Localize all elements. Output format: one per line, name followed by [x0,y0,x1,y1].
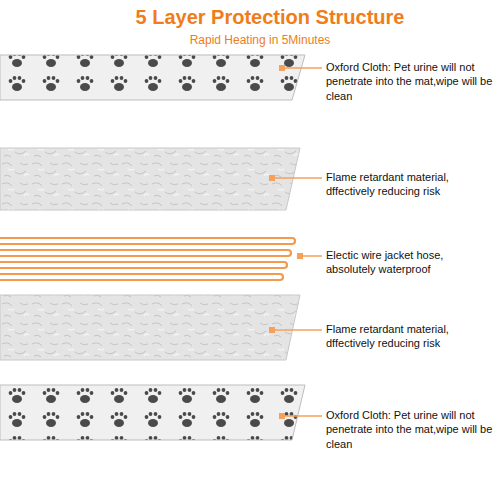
callout-text: Oxford Cloth: Pet urine will not penetra… [326,60,494,103]
flame-retardant-layer [0,295,300,360]
oxford-layer [0,385,305,440]
leader-dot [269,327,275,333]
leader-line [272,177,322,179]
wire-loop [0,262,287,268]
callout-text: Flame retardant material, dffectively re… [326,170,494,199]
heating-wire [0,238,295,280]
callout-text: Electic wire jacket hose, absolutely wat… [326,248,494,277]
leader-dot [269,175,275,181]
leader-lines [269,65,322,419]
leader-dot [279,65,285,71]
flame-retardant-layer [0,148,300,210]
wire-loop [0,250,291,256]
title: 5 Layer Protection Structure [90,6,450,29]
leader-line [282,415,322,417]
leader-line [300,255,322,257]
oxford-layer [0,55,305,100]
leader-line [282,67,322,69]
wire-loop [0,238,295,244]
callout-text: Flame retardant material, dffectively re… [326,322,494,351]
leader-dot [279,413,285,419]
leader-line [272,329,322,331]
wire-loop [0,274,283,280]
subtitle: Rapid Heating in 5Minutes [100,33,420,47]
callout-text: Oxford Cloth: Pet urine will not penetra… [326,408,494,451]
leader-dot [297,253,303,259]
